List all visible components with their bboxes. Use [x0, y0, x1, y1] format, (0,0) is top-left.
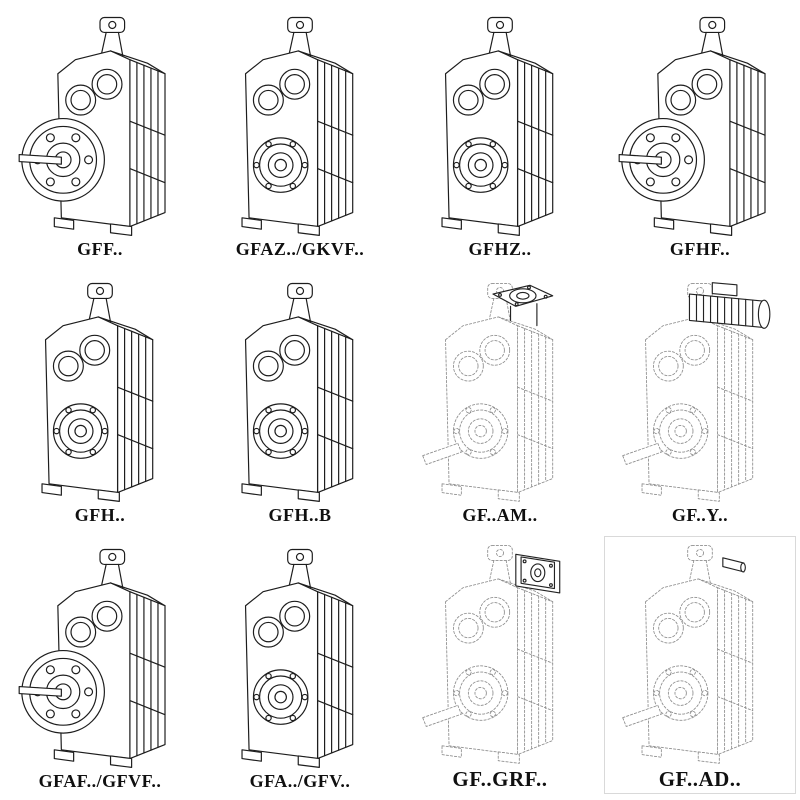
model-label: GF..GRF..	[452, 767, 548, 791]
model-label: GFHF..	[669, 239, 731, 259]
catalog-item: GFH..B	[200, 266, 400, 532]
catalog-item: GFH..	[0, 266, 200, 532]
catalog-item: GFHF..	[600, 0, 800, 266]
gearbox-hollow-shaft-drawing	[241, 548, 354, 768]
gearbox-foot-mounted-drawing	[241, 282, 354, 502]
catalog-item: GF..AM..	[400, 266, 600, 532]
catalog-item: GFF..	[0, 0, 200, 266]
gearbox-hollow-shaft-drawing	[441, 16, 554, 236]
gearbox-input-shaft-drawing	[622, 545, 754, 764]
model-label: GFF..	[77, 239, 123, 259]
model-label: GFH..	[74, 505, 126, 525]
model-label: GF..AD..	[658, 767, 742, 791]
gearbox-motor-adapter-drawing	[422, 283, 554, 502]
model-label: GFHZ..	[468, 239, 532, 259]
model-label: GFAF../GFVF..	[38, 771, 162, 791]
gearbox-with-motor-drawing	[622, 282, 771, 502]
gearbox-hollow-shaft-drawing	[241, 16, 354, 236]
model-label: GFA../GFV..	[249, 771, 351, 791]
model-label: GF..Y..	[671, 505, 729, 525]
gearbox-flange-mounted-drawing	[618, 16, 766, 236]
catalog-item: GF..Y..	[600, 266, 800, 532]
model-label: GFH..B	[268, 505, 332, 525]
catalog-item: GFHZ..	[400, 0, 600, 266]
catalog-item: GFAF../GFVF..	[0, 532, 200, 798]
model-label: GFAZ../GKVF..	[235, 239, 365, 259]
catalog-item: GFAZ../GKVF..	[200, 0, 400, 266]
catalog-item: GF..GRF..	[400, 532, 600, 798]
model-label: GF..AM..	[462, 505, 538, 525]
gearbox-foot-mounted-drawing	[41, 282, 154, 502]
gearbox-flange-mounted-drawing	[18, 548, 166, 768]
gearbox-flange-mounted-drawing	[18, 16, 166, 236]
catalog-item: GFA../GFV..	[200, 532, 400, 798]
catalog-item: GF..AD..	[600, 532, 800, 798]
gearbox-input-flange-drawing	[422, 545, 561, 764]
